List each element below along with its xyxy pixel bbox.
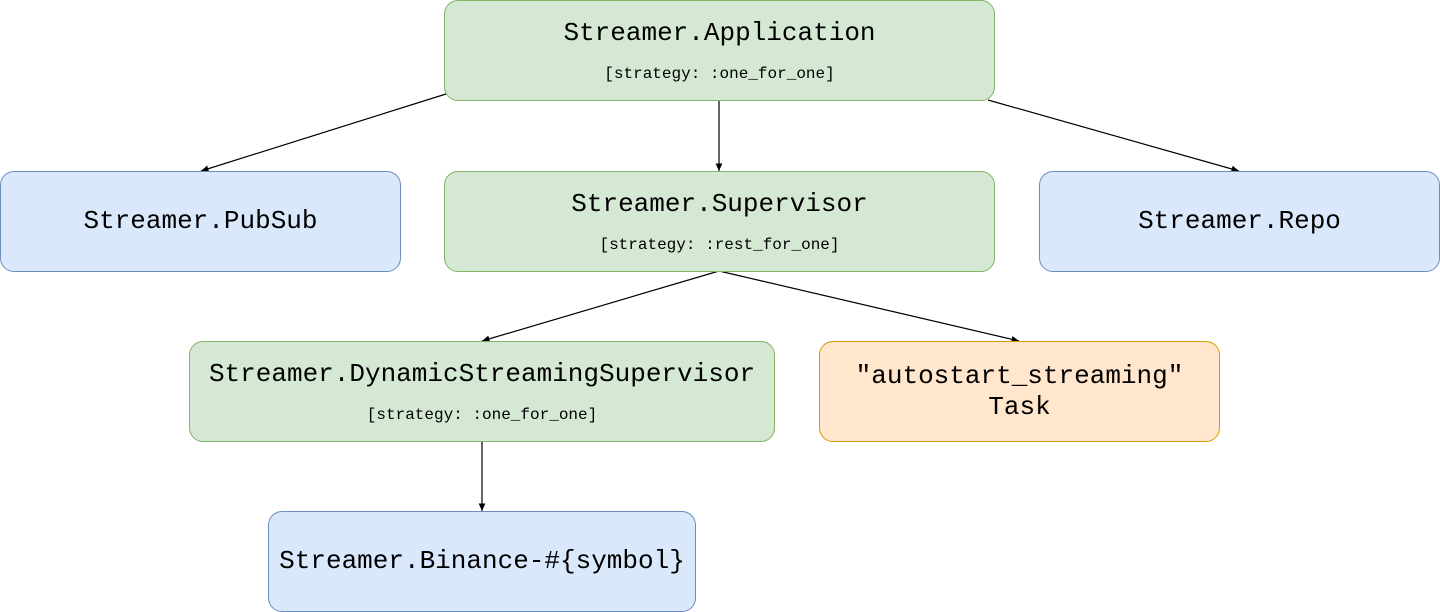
- node-title-line-1: "autostart_streaming": [855, 360, 1184, 391]
- edge-application-to-repo: [987, 99, 1240, 173]
- node-title: Streamer.Application: [563, 17, 876, 48]
- edge-supervisor-to-dynamic-supervisor: [481, 270, 720, 343]
- node-title: Streamer.Supervisor: [571, 188, 868, 219]
- node-streamer-application[interactable]: Streamer.Application [strategy: :one_for…: [444, 0, 995, 101]
- edge-application-to-pubsub: [200, 93, 447, 172]
- node-strategy: [strategy: :one_for_one]: [366, 405, 598, 424]
- edge-supervisor-to-autostart-task: [718, 270, 1020, 343]
- node-title: Streamer.DynamicStreamingSupervisor: [208, 358, 756, 389]
- node-title-line-2: Task: [988, 391, 1051, 422]
- node-title: Streamer.Binance-#{symbol}: [279, 546, 685, 576]
- node-streamer-binance-symbol[interactable]: Streamer.Binance-#{symbol}: [268, 511, 696, 612]
- node-streamer-repo[interactable]: Streamer.Repo: [1039, 171, 1440, 272]
- node-strategy: [strategy: :rest_for_one]: [599, 235, 840, 254]
- node-autostart-streaming-task[interactable]: "autostart_streaming" Task: [819, 341, 1220, 442]
- node-dynamic-streaming-supervisor[interactable]: Streamer.DynamicStreamingSupervisor [str…: [189, 341, 775, 442]
- node-streamer-pubsub[interactable]: Streamer.PubSub: [0, 171, 401, 272]
- node-title: Streamer.Repo: [1138, 206, 1341, 236]
- node-title: Streamer.PubSub: [83, 206, 318, 236]
- node-strategy: [strategy: :one_for_one]: [604, 64, 835, 83]
- node-streamer-supervisor[interactable]: Streamer.Supervisor [strategy: :rest_for…: [444, 171, 995, 272]
